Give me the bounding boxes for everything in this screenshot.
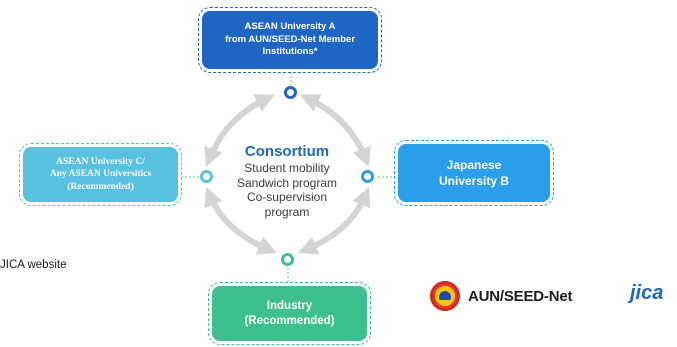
bidirectional-arrow-icon (204, 94, 275, 168)
aun-seed-net-logo-text: AUN/SEED-Net (468, 288, 573, 305)
industry-box: Industry (Recommended) (208, 282, 371, 345)
consortium-activity-2: Sandwich program (236, 175, 338, 190)
box-a-line-3: Institutions* (262, 46, 318, 58)
bidirectional-arrow-icon (204, 186, 278, 255)
box-a-line-2: from AUN/SEED-Net Member (224, 33, 356, 45)
asean-emblem-icon (430, 281, 460, 311)
jica-logo-icon: jica (630, 282, 664, 304)
source-credit: JICA website (0, 259, 67, 271)
connector-node-icon (281, 253, 294, 266)
box-a-line-1: ASEAN University A (244, 21, 336, 33)
consortium-activities: Student mobility Sandwich program Co-sup… (222, 161, 352, 219)
box-b-line-1: Japanese (446, 158, 502, 172)
box-d-line-2: (Recommended) (244, 314, 335, 327)
consortium-title: Consortium (244, 143, 330, 160)
asean-university-a-box: ASEAN University A from AUN/SEED-Net Mem… (198, 7, 382, 73)
connector-node-icon (200, 170, 213, 183)
box-c-line-1: ASEAN University C/ (56, 156, 145, 167)
consortium-activity-3: Co-supervision (246, 190, 328, 204)
box-d-line-1: Industry (266, 299, 313, 312)
box-c-line-3: (Recommended) (67, 181, 134, 192)
consortium-activity-4: program (264, 204, 310, 219)
bidirectional-arrow-icon (300, 94, 371, 168)
asean-university-c-box: ASEAN University C/ Any ASEAN Universiti… (19, 143, 182, 206)
bidirectional-arrow-icon (297, 186, 371, 255)
box-c-line-2: Any ASEAN Universitics (49, 169, 152, 180)
connector-node-icon (284, 86, 297, 99)
japanese-university-b-box: Japanese University B (394, 140, 554, 206)
box-b-line-2: University B (438, 174, 510, 188)
connector-node-icon (361, 170, 374, 183)
consortium-activity-1: Student mobility (244, 161, 330, 175)
consortium-center: Consortium Student mobility Sandwich pro… (222, 143, 352, 219)
